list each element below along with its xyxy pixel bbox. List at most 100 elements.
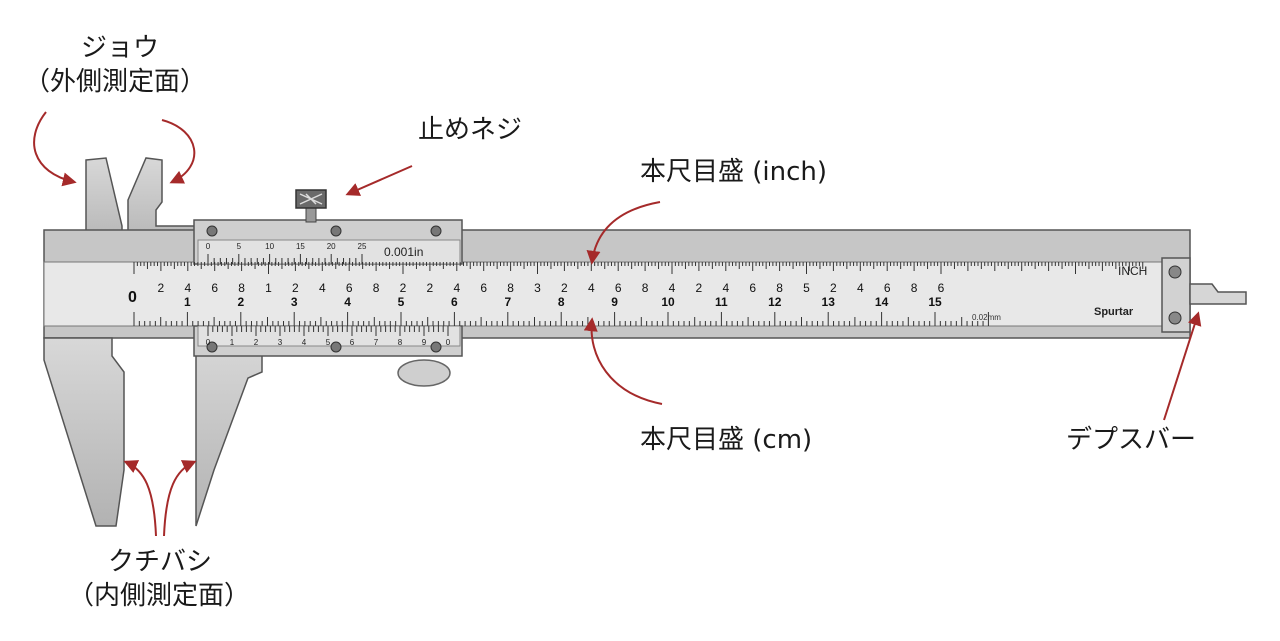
inch-number: 4 <box>588 281 595 295</box>
slider-screw-2 <box>330 225 342 237</box>
vernier-top-number: 10 <box>265 242 274 251</box>
vernier-bottom-number: 3 <box>278 338 283 347</box>
inch-number: 6 <box>346 281 353 295</box>
vernier-top-numbers: 0 5 10 15 20 25 <box>206 242 367 251</box>
vernier-top-number: 25 <box>358 242 367 251</box>
cm-number: 1 <box>184 295 191 309</box>
label-depth-bar: デプスバー <box>1066 425 1197 455</box>
cm-zero-label: 0 <box>128 289 137 306</box>
inch-number: 4 <box>669 281 676 295</box>
inch-number: 4 <box>184 281 191 295</box>
scale-face <box>43 261 1165 327</box>
inch-number: 8 <box>776 281 783 295</box>
vernier-bottom-number: 6 <box>350 338 355 347</box>
cm-number: 6 <box>451 295 458 309</box>
inch-unit-label: INCH <box>1118 264 1147 278</box>
cm-number: 14 <box>875 295 889 309</box>
inch-number: 2 <box>427 281 434 295</box>
inch-number: 8 <box>238 281 245 295</box>
sliding-inner-jaw <box>195 337 263 527</box>
inch-number: 4 <box>722 281 729 295</box>
lock-screw-knurl <box>299 193 323 205</box>
inch-number: 8 <box>642 281 649 295</box>
inch-number: 5 <box>803 281 810 295</box>
inch-number: 4 <box>319 281 326 295</box>
vernier-top-number: 20 <box>327 242 336 251</box>
cm-number: 15 <box>928 295 942 309</box>
slider-screw-3 <box>430 225 442 237</box>
inch-number: 2 <box>292 281 299 295</box>
cm-number: 2 <box>237 295 244 309</box>
end-screw-bottom <box>1168 311 1182 325</box>
inch-number: 1 <box>265 281 272 295</box>
slider-screw-5 <box>330 341 342 353</box>
inch-number: 8 <box>373 281 380 295</box>
vernier-resolution-inch: 0.001in <box>384 245 423 259</box>
vernier-bottom-ticks <box>207 326 449 336</box>
end-screw-top <box>1168 265 1182 279</box>
inch-number: 6 <box>938 281 945 295</box>
thumb-wheel <box>397 359 451 387</box>
label-jaw-sub: （外側測定面） <box>23 67 206 97</box>
inch-number: 2 <box>400 281 407 295</box>
cm-number: 4 <box>344 295 351 309</box>
vernier-top-number: 0 <box>206 242 211 251</box>
inch-number: 2 <box>830 281 837 295</box>
vernier-bottom-number: 8 <box>398 338 403 347</box>
inch-number: 4 <box>453 281 460 295</box>
arrow-cm-scale <box>583 317 663 405</box>
cm-number: 7 <box>504 295 511 309</box>
label-inner-jaw: クチバシ <box>107 547 212 577</box>
label-main-scale-inch: 本尺目盛 (inch) <box>640 157 828 187</box>
vernier-top-number: 5 <box>237 242 242 251</box>
vernier-bottom-number: 1 <box>230 338 235 347</box>
slider-screw-1 <box>206 225 218 237</box>
inch-number: 2 <box>561 281 568 295</box>
arrow-inner-jaw-right <box>163 460 197 537</box>
cm-scale-ticks <box>133 312 989 326</box>
cm-number: 8 <box>558 295 565 309</box>
arrow-jaw-right <box>161 119 196 184</box>
vernier-bottom-number: 0 <box>446 338 451 347</box>
fixed-inner-jaw <box>43 337 125 527</box>
inch-number: 2 <box>158 281 165 295</box>
brand-label: Spurtar <box>1094 306 1134 318</box>
vernier-bottom-number: 9 <box>422 338 427 347</box>
label-jaw: ジョウ <box>80 33 159 63</box>
arrow-jaw-left <box>33 111 77 187</box>
inch-number: 3 <box>534 281 541 295</box>
inch-number: 4 <box>857 281 864 295</box>
vernier-top-number: 15 <box>296 242 305 251</box>
cm-number: 3 <box>291 295 298 309</box>
resolution-mm-label: 0.02mm <box>972 313 1001 322</box>
label-main-scale-cm: 本尺目盛 (cm) <box>640 425 813 455</box>
inch-number: 8 <box>911 281 918 295</box>
cm-number: 11 <box>715 295 728 309</box>
vernier-bottom-number: 0 <box>206 338 211 347</box>
inch-number: 6 <box>480 281 487 295</box>
inch-number: 6 <box>615 281 622 295</box>
vernier-bottom-number: 4 <box>302 338 307 347</box>
label-inner-jaw-sub: （内側測定面） <box>67 581 250 611</box>
cm-number: 13 <box>822 295 836 309</box>
label-lock-screw: 止めネジ <box>418 115 523 145</box>
inch-number: 6 <box>884 281 891 295</box>
cm-number: 10 <box>661 295 675 309</box>
arrow-lock-screw <box>345 165 413 196</box>
cm-number: 9 <box>611 295 618 309</box>
inch-number: 6 <box>211 281 218 295</box>
slider-screw-4 <box>206 341 218 353</box>
inch-number: 6 <box>749 281 756 295</box>
vernier-bottom-number: 5 <box>326 338 331 347</box>
depth-bar <box>1189 283 1247 305</box>
inch-scale-ticks <box>133 262 1144 274</box>
vernier-bottom-scale <box>197 325 461 347</box>
cm-number: 12 <box>768 295 782 309</box>
inch-number: 2 <box>696 281 703 295</box>
arrow-inner-jaw-left <box>123 460 157 537</box>
arrow-inch-scale <box>586 201 661 265</box>
